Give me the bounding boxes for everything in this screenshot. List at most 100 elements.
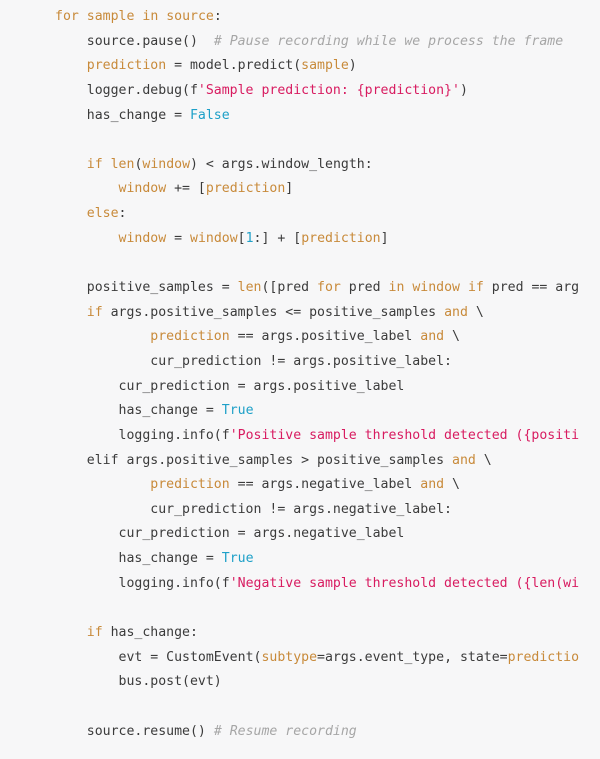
code-token: False [189,107,230,123]
code-line: for sample in source: [55,5,579,30]
code-line [55,695,579,720]
code-indent [55,477,150,492]
code-token: pred [340,280,389,296]
code-indent [55,108,87,123]
code-line: if len(window) < args.window_length: [55,153,579,178]
code-token: source.resume() [86,723,206,739]
code-indent [55,58,87,73]
code-line: prediction == args.positive_label and \ [55,325,579,350]
code-indent [55,428,119,443]
code-line: has_change = False [55,104,579,129]
code-token [103,157,111,172]
code-line: cur_prediction != args.negative_label: [55,498,579,523]
code-token: [ [237,230,246,246]
code-line: has_change = True [55,547,579,572]
code-token: has_change = [86,107,190,123]
code-indent [55,329,150,344]
code-token: window [412,280,460,296]
code-token: subtype [261,649,318,665]
code-indent [55,157,87,172]
code-token: ([pred [261,280,318,296]
code-token: = [166,230,190,246]
code-indent [55,305,87,320]
code-indent [55,280,87,295]
code-token: True [221,551,254,567]
code-token: window [142,156,191,172]
code-listing[interactable]: for sample in source: source.pause() # P… [55,5,579,744]
code-token: evt = CustomEvent( [118,649,262,665]
code-token: ) [348,58,357,74]
code-token: window [118,181,167,197]
code-token: \ [444,477,460,493]
code-token: cur_prediction = args.negative_label [118,526,405,542]
code-token: prediction [301,230,381,246]
code-line: if has_change: [55,621,579,646]
code-indent [55,206,87,221]
code-token: for [55,9,79,24]
code-token: cur_prediction = args.positive_label [118,378,405,394]
code-token: and [452,452,476,468]
code-token: predictio [507,649,580,665]
code-line: cur_prediction = args.positive_label [55,375,579,400]
code-indent [55,625,87,640]
code-token: len [237,280,262,296]
code-indent [55,354,150,369]
code-indent [55,34,87,49]
code-indent [55,674,119,689]
code-line [55,596,579,621]
code-token: ] [285,181,294,197]
code-indent [55,453,87,468]
code-token: ( [134,156,143,172]
code-token: 1 [245,230,254,246]
code-indent [55,576,119,591]
code-line: source.pause() # Pause recording while w… [55,30,579,55]
code-token [206,724,214,739]
code-token: \ [444,329,460,345]
code-token: logger.debug(f [86,82,198,98]
code-token: 'Negative sample threshold detected ({le… [229,575,580,591]
code-token: source.pause() [86,33,198,49]
code-line: source.resume() # Resume recording [55,720,579,745]
code-token: in [142,9,159,24]
code-token: = model.predict( [166,58,302,74]
code-token: += [ [166,181,206,197]
code-token: 'Sample prediction: {prediction}' [197,82,460,98]
code-token: == args.negative_label [229,477,421,493]
code-token: prediction [205,181,286,197]
code-line: positive_samples = len([pred for pred in… [55,276,579,301]
code-token: if [86,156,103,172]
code-token: window [190,230,238,246]
code-token: in [388,280,405,296]
code-token [79,9,87,24]
code-indent [55,502,150,517]
code-token: 'Positive sample threshold detected ({po… [229,427,580,443]
code-token: logging.info(f [118,427,230,443]
code-token: :] + [ [253,230,302,246]
code-line: bus.post(evt) [55,670,579,695]
code-token: has_change = [118,403,222,419]
code-line: else: [55,202,579,227]
code-token: len [110,156,135,172]
code-token: ) < args.window_length: [190,156,373,172]
code-token [460,280,468,295]
code-token: # Pause recording while we process the f… [213,33,564,49]
code-token: sample [301,58,349,74]
code-token: \ [475,452,492,468]
code-token: and [420,477,445,493]
code-token: # Resume recording [213,723,357,739]
code-token: for [317,280,341,296]
code-token: positive_samples = [86,280,238,296]
code-token: if [86,625,103,641]
code-line: has_change = True [55,399,579,424]
code-token: cur_prediction != args.negative_label: [150,501,452,517]
code-token: pred == arg [483,280,580,296]
code-line: logging.info(f'Positive sample threshold… [55,424,580,449]
code-line: prediction == args.negative_label and \ [55,473,579,498]
code-token: has_change = [118,551,222,567]
code-indent [55,724,87,739]
code-indent [55,526,119,541]
code-token: prediction [150,329,230,345]
code-token: source [166,9,214,24]
code-token: has_change: [102,625,198,641]
code-line [55,251,579,276]
